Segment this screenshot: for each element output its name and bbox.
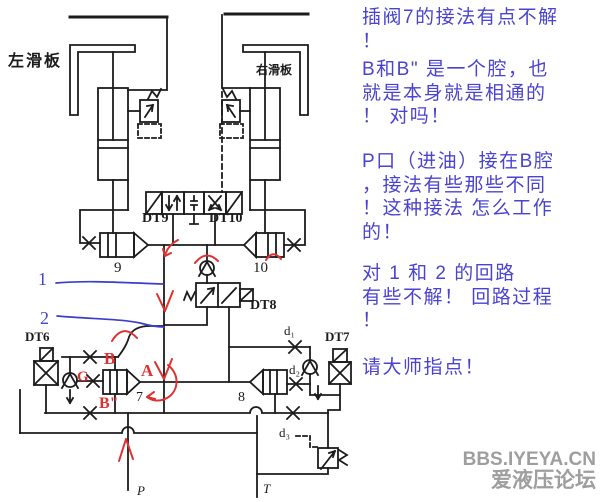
annotation-paragraph-5: 请大师指点！: [362, 357, 486, 378]
orifice-icon: [82, 349, 98, 365]
orifice-icon: [285, 405, 301, 421]
valve8-label: 8: [238, 390, 245, 405]
blue-pen-annotations: [55, 280, 165, 328]
orifice-d3-label: d₃: [279, 425, 291, 440]
valve10-label: 10: [253, 260, 268, 276]
spring-icon: [182, 289, 197, 303]
blue-line2-label: 2: [40, 308, 49, 328]
solenoid-icon: [38, 346, 55, 363]
orifice-icon: [286, 237, 302, 253]
port-b-label: B: [104, 349, 116, 368]
orifice-d1-label: d₁: [284, 323, 296, 338]
relief-valve: [256, 435, 349, 475]
orifice-d2-label: d₂: [289, 362, 301, 377]
orifice-icon: [288, 376, 304, 392]
solenoid-icon: [224, 190, 244, 216]
directional-valve-dt9-dt10: [144, 190, 244, 246]
port-a-label: A: [141, 361, 154, 380]
annotation-paragraph-1: 插阀7的接法有点不解 ！: [362, 7, 559, 52]
valve7-label: 7: [136, 390, 143, 405]
dt6-branch: [19, 346, 104, 434]
dt9-label: DT9: [142, 211, 169, 226]
dt6-label: DT6: [25, 329, 50, 344]
solenoid-icon: [238, 287, 255, 303]
port-b-double-label: B": [99, 395, 119, 412]
cartridge-valve-9: [79, 179, 150, 259]
cartridge-valve-7: [61, 325, 165, 414]
right-plate-label: 右滑板: [256, 63, 293, 77]
red-pen-annotations: [111, 239, 282, 462]
right-cylinder-assembly: [219, 12, 310, 193]
watermark-site: BBS.IYEYA.CN: [462, 449, 596, 470]
cartridge-valve-8: [248, 367, 288, 414]
orifice-icon: [82, 405, 98, 421]
bottom-rails: [19, 405, 329, 498]
orifice-icon: [81, 235, 97, 251]
left-cylinder-assembly: [68, 15, 169, 181]
port-p-label: P: [137, 483, 145, 498]
solenoid-icon: [331, 347, 349, 364]
check-valve-dt8-branch: [163, 244, 255, 383]
annotation-paragraph-3: P口（进油）接在B腔 ，接法有些那些不同 ！这种接法 怎么工作 的！: [362, 151, 555, 243]
dt8-label: DT8: [250, 298, 277, 313]
dt7-label: DT7: [325, 329, 350, 344]
watermark-forum-name: 爱液压论坛: [491, 469, 596, 492]
blue-line1-label: 1: [38, 269, 47, 289]
cartridge-valve-10: [242, 179, 306, 260]
annotation-paragraph-4: 对 1 和 2 的回路 有些不解！ 回路过程 ！: [362, 263, 554, 331]
port-t-label: T: [263, 481, 271, 496]
valve9-label: 9: [114, 260, 122, 276]
d3-pilot-line: [295, 435, 318, 448]
dt10-label: DT10: [209, 211, 243, 226]
spring-icon: [337, 448, 349, 467]
spring-icon: [146, 87, 163, 101]
orifice-icon: [85, 373, 101, 389]
annotation-paragraph-2: B和B" 是一个腔，也 就是本身就是相通的 ！ 对吗！: [362, 59, 549, 127]
solenoid-icon: [144, 190, 164, 216]
orifice-icon: [287, 339, 303, 355]
d1-check-dt7-branch: [228, 339, 353, 449]
spring-icon: [221, 87, 238, 101]
port-g-label: G: [77, 369, 89, 385]
left-plate-label: 左滑板: [8, 53, 63, 70]
